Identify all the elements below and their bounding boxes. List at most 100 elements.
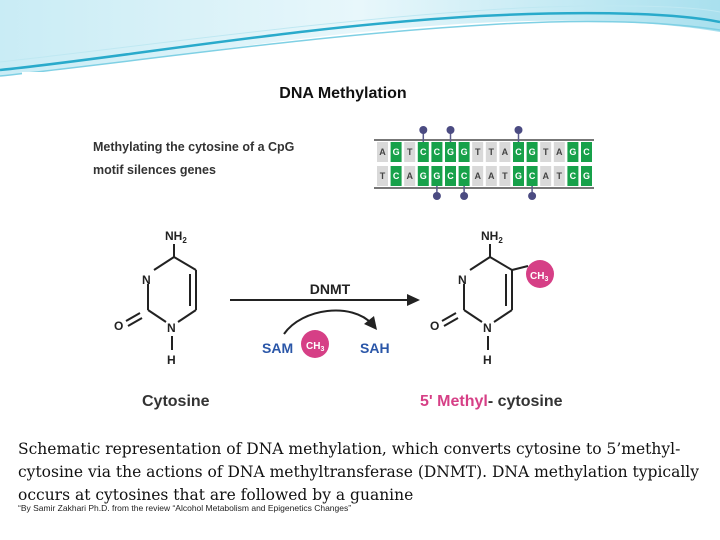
cytosine-structure <box>125 244 197 350</box>
cytosine-n3: N <box>142 273 151 287</box>
dna-bottom-base-block <box>553 166 565 186</box>
dna-bottom-base-letter: C <box>461 171 468 181</box>
dna-bottom-base-block <box>417 166 429 186</box>
dna-bottom-base-block <box>567 166 579 186</box>
svg-text:CH3: CH3 <box>530 271 548 283</box>
methylcytosine-structure <box>441 244 529 350</box>
dna-top-base-letter: G <box>393 147 400 157</box>
dna-top-base-block <box>404 142 416 162</box>
methyl-marker-bottom <box>528 192 537 200</box>
dna-top-base-letter: G <box>447 147 454 157</box>
sah-label: SAH <box>360 340 390 356</box>
dna-bottom-base-letter: C <box>447 171 454 181</box>
dna-top-base-letter: C <box>583 147 590 157</box>
dna-top-base-letter: T <box>407 147 413 157</box>
figure-title: DNA Methylation <box>279 85 406 102</box>
methyl-marker-bottom <box>432 192 441 200</box>
methylcytosine-h: H <box>483 353 492 367</box>
dna-bottom-base-block <box>458 166 470 186</box>
dna-bottom-base-letter: A <box>488 171 495 181</box>
dna-top-base-block <box>458 142 470 162</box>
dna-top-base-block <box>377 142 388 162</box>
dna-top-base-letter: T <box>543 147 549 157</box>
cytosine-n1: N <box>167 321 176 335</box>
dna-bottom-base-block <box>581 166 592 186</box>
dna-bottom-base-block <box>499 166 511 186</box>
methylcytosine-o: O <box>430 319 439 333</box>
dna-top-base-block <box>472 142 484 162</box>
dna-top-base-letter: C <box>515 147 522 157</box>
dna-bottom-base-block <box>526 166 538 186</box>
cytosine-h: H <box>167 353 176 367</box>
figure-caption: Schematic representation of DNA methylat… <box>18 440 700 504</box>
dna-bottom-base-block <box>404 166 416 186</box>
dna-bottom-base-letter: A <box>474 171 481 181</box>
dna-top-base-letter: A <box>379 147 386 157</box>
svg-text:CH3: CH3 <box>306 341 324 353</box>
cofactor-arc <box>283 309 377 335</box>
dna-top-base-letter: T <box>475 147 481 157</box>
dna-bottom-base-block <box>390 166 402 186</box>
dna-bottom-base-letter: T <box>502 171 508 181</box>
methylcytosine-n3: N <box>458 273 467 287</box>
dna-top-base-letter: G <box>569 147 576 157</box>
dna-bottom-base-letter: T <box>380 171 386 181</box>
dna-top-base-block <box>431 142 443 162</box>
dna-bottom-base-letter: G <box>420 171 427 181</box>
methyl-marker-top <box>419 126 428 134</box>
dna-bottom-base-letter: G <box>583 171 590 181</box>
dna-top-base-block <box>485 142 497 162</box>
dna-top-base-letter: G <box>529 147 536 157</box>
enzyme-label: DNMT <box>310 281 351 297</box>
dna-bottom-base-block <box>513 166 524 186</box>
dna-bottom-base-letter: G <box>515 171 522 181</box>
dna-top-base-block <box>567 142 579 162</box>
dna-bottom-base-letter: C <box>529 171 536 181</box>
figure-subtitle-line2: motif silences genes <box>93 163 216 177</box>
dna-bottom-base-letter: A <box>542 171 549 181</box>
reaction-arrow <box>230 294 420 306</box>
dna-top-base-letter: G <box>461 147 468 157</box>
header-banner <box>0 0 720 77</box>
dna-top-base-letter: C <box>434 147 441 157</box>
methylcytosine-methyl-group: CH3 <box>526 260 554 288</box>
dna-top-base-block <box>390 142 402 162</box>
dna-top-base-block <box>526 142 538 162</box>
dna-top-base-letter: A <box>556 147 563 157</box>
dna-bottom-base-block <box>472 166 484 186</box>
dna-bottom-base-block <box>485 166 497 186</box>
methylcytosine-label: 5' Methyl- cytosine <box>420 393 563 410</box>
dna-bottom-base-letter: A <box>406 171 413 181</box>
figure-subtitle-line1: Methylating the cytosine of a CpG <box>93 140 294 154</box>
dna-bottom-base-letter: G <box>433 171 440 181</box>
dna-top-base-block <box>445 142 456 162</box>
dna-top-base-letter: A <box>502 147 509 157</box>
figure-credit: “By Samir Zakhari Ph.D. from the review … <box>18 503 352 513</box>
dna-top-base-letter: C <box>420 147 427 157</box>
sam-label: SAM <box>262 340 293 356</box>
dna-top-base-block <box>417 142 429 162</box>
dna-bottom-base-block <box>445 166 456 186</box>
dna-bottom-base-letter: C <box>393 171 400 181</box>
dna-top-base-block <box>553 142 565 162</box>
sam-methyl-group: CH3 <box>301 330 329 358</box>
cytosine-o: O <box>114 319 123 333</box>
methyl-marker-bottom <box>460 192 469 200</box>
cytosine-amine: NH2 <box>165 229 187 245</box>
dna-methylation-figure: DNA Methylation Methylating the cytosine… <box>22 72 684 420</box>
dna-top-base-block <box>513 142 524 162</box>
dna-bottom-base-block <box>431 166 443 186</box>
dna-top-base-block <box>540 142 552 162</box>
dna-bottom-base-block <box>540 166 552 186</box>
methylcytosine-amine: NH2 <box>481 229 503 245</box>
dna-top-base-letter: T <box>489 147 495 157</box>
methyl-marker-top <box>446 126 455 134</box>
dna-bottom-base-block <box>377 166 388 186</box>
methyl-marker-top <box>514 126 523 134</box>
dna-top-base-block <box>499 142 511 162</box>
cytosine-label: Cytosine <box>142 393 210 410</box>
dna-bottom-base-letter: T <box>557 171 563 181</box>
methylcytosine-n1: N <box>483 321 492 335</box>
dna-bottom-base-letter: C <box>570 171 577 181</box>
